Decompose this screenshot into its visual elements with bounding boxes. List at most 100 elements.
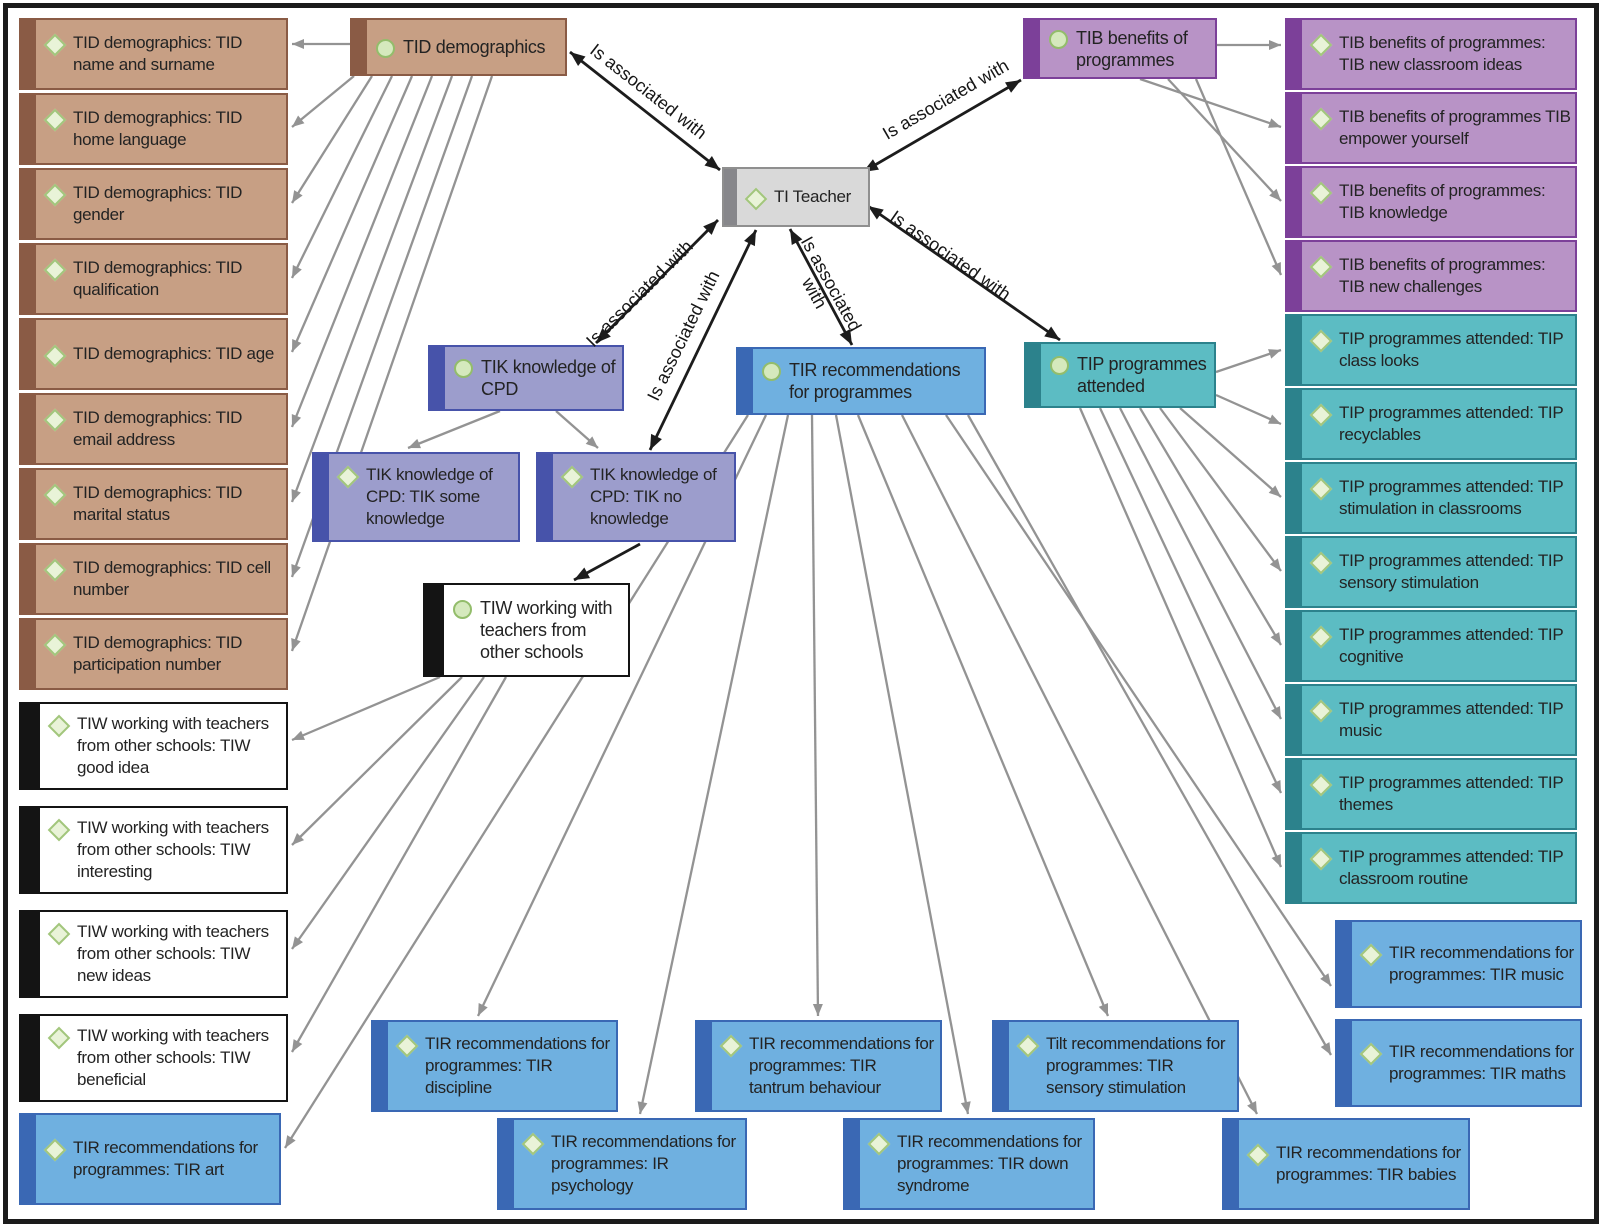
code-diamond-icon [1309,477,1333,501]
node-tid-marital-status[interactable]: TID demographics: TID marital status [19,468,288,540]
node-tilt-sensory-stimulation[interactable]: Tilt recommendations for programmes: TIR… [992,1020,1239,1112]
node-label: TIR recommendations for programmes: TIR … [749,1034,934,1097]
node-tik-some-knowledge[interactable]: TIK knowledge of CPD: TIK some knowledge [312,452,520,542]
node-tib-new-classroom-ideas[interactable]: TIB benefits of programmes: TIB new clas… [1285,18,1577,90]
node-label: TIR recommendations for programmes: TIR … [897,1132,1082,1195]
code-diamond-icon [395,1034,419,1058]
node-label: TIK knowledge of CPD [481,357,616,399]
code-diamond-icon [43,183,67,207]
code-diamond-icon [1309,181,1333,205]
code-diamond-icon [1309,551,1333,575]
node-tip-stimulation-classrooms[interactable]: TIP programmes attended: TIP stimulation… [1285,462,1577,534]
node-tib-knowledge[interactable]: TIB benefits of programmes: TIB knowledg… [1285,166,1577,238]
node-label: TID demographics: TID home language [73,108,243,149]
node-body: TIR recommendations for programmes: TIR … [1239,1120,1468,1208]
node-label: TID demographics: TID cell number [73,558,271,599]
node-body: TID demographics [367,20,565,74]
node-tib-new-challenges[interactable]: TIB benefits of programmes: TIB new chal… [1285,240,1577,312]
node-tir-art[interactable]: TIR recommendations for programmes: TIR … [19,1113,281,1205]
node-tib-empower-yourself[interactable]: TIB benefits of programmes TIB empower y… [1285,92,1577,164]
node-tir-music[interactable]: TIR recommendations for programmes: TIR … [1335,920,1582,1008]
node-label: TIB benefits of programmes: TIB new clas… [1339,33,1546,74]
node-body: TIR recommendations for programmes: TIR … [860,1120,1093,1208]
node-tip-themes[interactable]: TIP programmes attended: TIP themes [1285,758,1577,830]
code-diamond-icon [1246,1143,1270,1167]
node-tid-home-language[interactable]: TID demographics: TID home language [19,93,288,165]
node-tir-tantrum-behaviour[interactable]: TIR recommendations for programmes: TIR … [695,1020,942,1112]
node-tib-benefits[interactable]: TIB benefits of programmes [1023,18,1217,79]
node-tip-programmes-attended[interactable]: TIP programmes attended [1024,342,1216,408]
node-body: TI Teacher [737,169,868,225]
node-body: TIP programmes attended: TIP themes [1302,760,1575,828]
node-tiw-interesting[interactable]: TIW working with teachers from other sch… [19,806,288,894]
node-tid-qualification[interactable]: TID demographics: TID qualification [19,243,288,315]
node-tiw-new-ideas[interactable]: TIW working with teachers from other sch… [19,910,288,998]
node-tir-discipline[interactable]: TIR recommendations for programmes: TIR … [371,1020,618,1112]
node-tip-classroom-routine[interactable]: TIP programmes attended: TIP classroom r… [1285,832,1577,904]
code-diamond-icon [47,1026,71,1050]
code-diamond-icon [1309,329,1333,353]
node-ti-teacher[interactable]: TI Teacher [722,167,870,227]
node-body: TIW working with teachers from other sch… [40,912,286,996]
node-tir-babies[interactable]: TIR recommendations for programmes: TIR … [1222,1118,1470,1210]
code-diamond-icon [1359,1042,1383,1066]
node-label: TIR recommendations for programmes: TIR … [1389,1042,1574,1083]
code-diamond-icon [1309,773,1333,797]
node-tid-name-surname[interactable]: TID demographics: TID name and surname [19,18,288,90]
node-tid-email[interactable]: TID demographics: TID email address [19,393,288,465]
node-body: TIB benefits of programmes TIB empower y… [1302,94,1575,162]
node-body: TID demographics: TID participation numb… [36,620,286,688]
code-diamond-icon [867,1132,891,1156]
node-tip-class-looks[interactable]: TIP programmes attended: TIP class looks [1285,314,1577,386]
node-body: TIK knowledge of CPD: TIK some knowledge [329,454,518,540]
node-body: TIW working with teachers from other sch… [40,808,286,892]
node-label: TIR recommendations for programmes [789,360,961,402]
node-tip-recyclables[interactable]: TIP programmes attended: TIP recyclables [1285,388,1577,460]
node-tid-cell-number[interactable]: TID demographics: TID cell number [19,543,288,615]
node-tid-gender[interactable]: TID demographics: TID gender [19,168,288,240]
node-tip-cognitive[interactable]: TIP programmes attended: TIP cognitive [1285,610,1577,682]
node-body: TIP programmes attended: TIP stimulation… [1302,464,1575,532]
node-body: TID demographics: TID cell number [36,545,286,613]
node-tid-demographics[interactable]: TID demographics [350,18,567,76]
category-badge-icon [1050,356,1069,375]
node-label: TIB benefits of programmes: TIB knowledg… [1339,181,1546,222]
node-label: TIP programmes attended: TIP class looks [1339,329,1564,370]
node-label: TID demographics: TID name and surname [73,33,243,74]
node-tiw-working-teachers[interactable]: TIW working with teachers from other sch… [423,583,630,677]
code-diamond-icon [47,922,71,946]
node-tik-no-knowledge[interactable]: TIK knowledge of CPD: TIK no knowledge [536,452,736,542]
node-tid-age[interactable]: TID demographics: TID age [19,318,288,390]
node-tiw-beneficial[interactable]: TIW working with teachers from other sch… [19,1014,288,1102]
code-diamond-icon [1309,847,1333,871]
node-tik-knowledge-cpd[interactable]: TIK knowledge of CPD [428,345,624,411]
node-label: TIK knowledge of CPD: TIK no knowledge [590,465,717,528]
node-label: Tilt recommendations for programmes: TIR… [1046,1034,1226,1097]
node-body: TIR recommendations for programmes: TIR … [1352,1021,1580,1105]
code-diamond-icon [43,558,67,582]
code-diamond-icon [719,1034,743,1058]
code-diamond-icon [43,258,67,282]
node-body: TIR recommendations for programmes: TIR … [712,1022,940,1110]
node-body: TID demographics: TID gender [36,170,286,238]
node-tip-music[interactable]: TIP programmes attended: TIP music [1285,684,1577,756]
node-body: TIB benefits of programmes: TIB new clas… [1302,20,1575,88]
node-tiw-good-idea[interactable]: TIW working with teachers from other sch… [19,702,288,790]
node-body: TID demographics: TID marital status [36,470,286,538]
code-diamond-icon [43,108,67,132]
node-tip-sensory-stimulation[interactable]: TIP programmes attended: TIP sensory sti… [1285,536,1577,608]
node-tir-maths[interactable]: TIR recommendations for programmes: TIR … [1335,1019,1582,1107]
code-diamond-icon [336,465,360,489]
node-label: TIB benefits of programmes: TIB new chal… [1339,255,1546,296]
node-tir-psychology[interactable]: TIR recommendations for programmes: IR p… [497,1118,747,1210]
node-tid-participation-number[interactable]: TID demographics: TID participation numb… [19,618,288,690]
code-diamond-icon [1309,255,1333,279]
node-body: TIP programmes attended: TIP cognitive [1302,612,1575,680]
node-label: TID demographics [403,37,546,57]
node-tir-down-syndrome[interactable]: TIR recommendations for programmes: TIR … [843,1118,1095,1210]
node-tir-recommendations[interactable]: TIR recommendations for programmes [736,347,986,415]
category-badge-icon [453,600,472,619]
node-label: TIR recommendations for programmes: IR p… [551,1132,736,1195]
code-diamond-icon [1309,625,1333,649]
